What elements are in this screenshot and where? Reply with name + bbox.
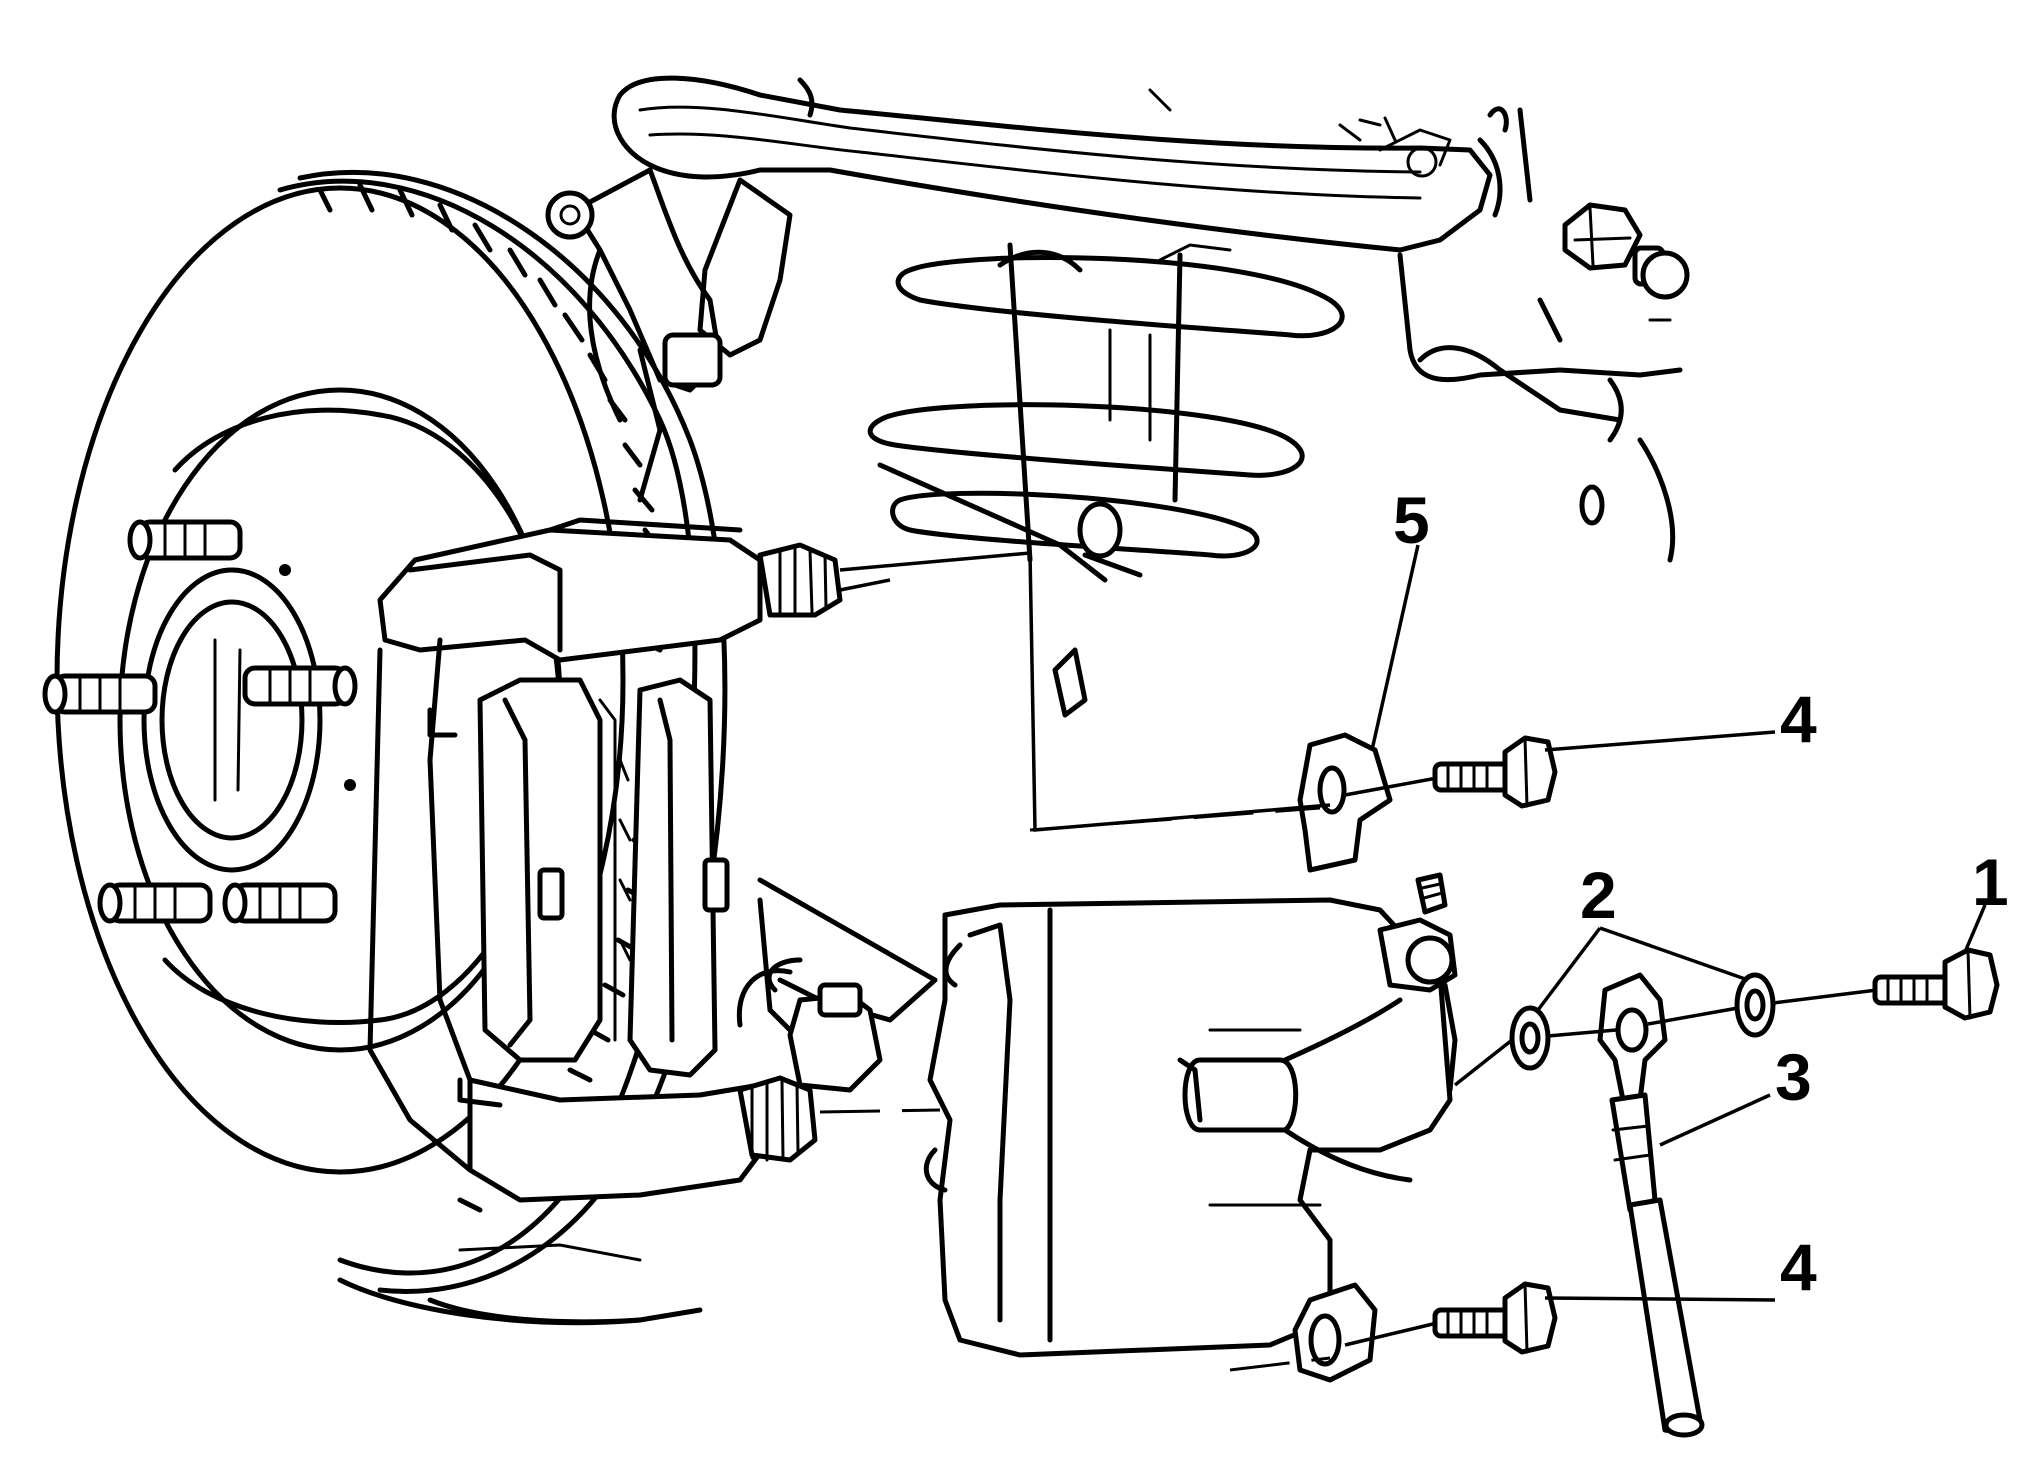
coil-spring — [867, 242, 1345, 718]
wheel-studs — [42, 519, 358, 924]
callout-4-lower: 4 — [1780, 1230, 1817, 1304]
caliper-bolt-lower — [1432, 1281, 1558, 1355]
callout-1: 1 — [1972, 845, 2009, 919]
sealing-washers — [1509, 972, 1776, 1071]
brake-caliper — [923, 732, 1458, 1383]
upper-control-arm — [611, 75, 1509, 253]
caliper-mounting-bracket — [367, 517, 843, 1203]
callout-5: 5 — [1393, 483, 1430, 557]
wheel-stud — [127, 519, 243, 561]
callout-2: 2 — [1580, 858, 1617, 932]
brake-pads — [427, 677, 730, 1108]
wheel-stud — [97, 882, 213, 924]
brake-hose — [1597, 972, 1705, 1438]
wheel-stud — [222, 882, 338, 924]
brake-hose-bolt — [1872, 947, 2000, 1021]
lower-control-arm — [337, 877, 938, 1326]
alignment-lines — [819, 551, 1878, 1372]
body-mount-bracket — [1397, 107, 1690, 563]
callout-leaders — [1370, 544, 1987, 1302]
callout-3: 3 — [1775, 1040, 1812, 1114]
callout-4-upper: 4 — [1780, 682, 1817, 756]
caliper-bolt-upper — [1432, 735, 1558, 809]
wheel-stud — [42, 673, 158, 715]
wheel-stud — [242, 665, 358, 707]
